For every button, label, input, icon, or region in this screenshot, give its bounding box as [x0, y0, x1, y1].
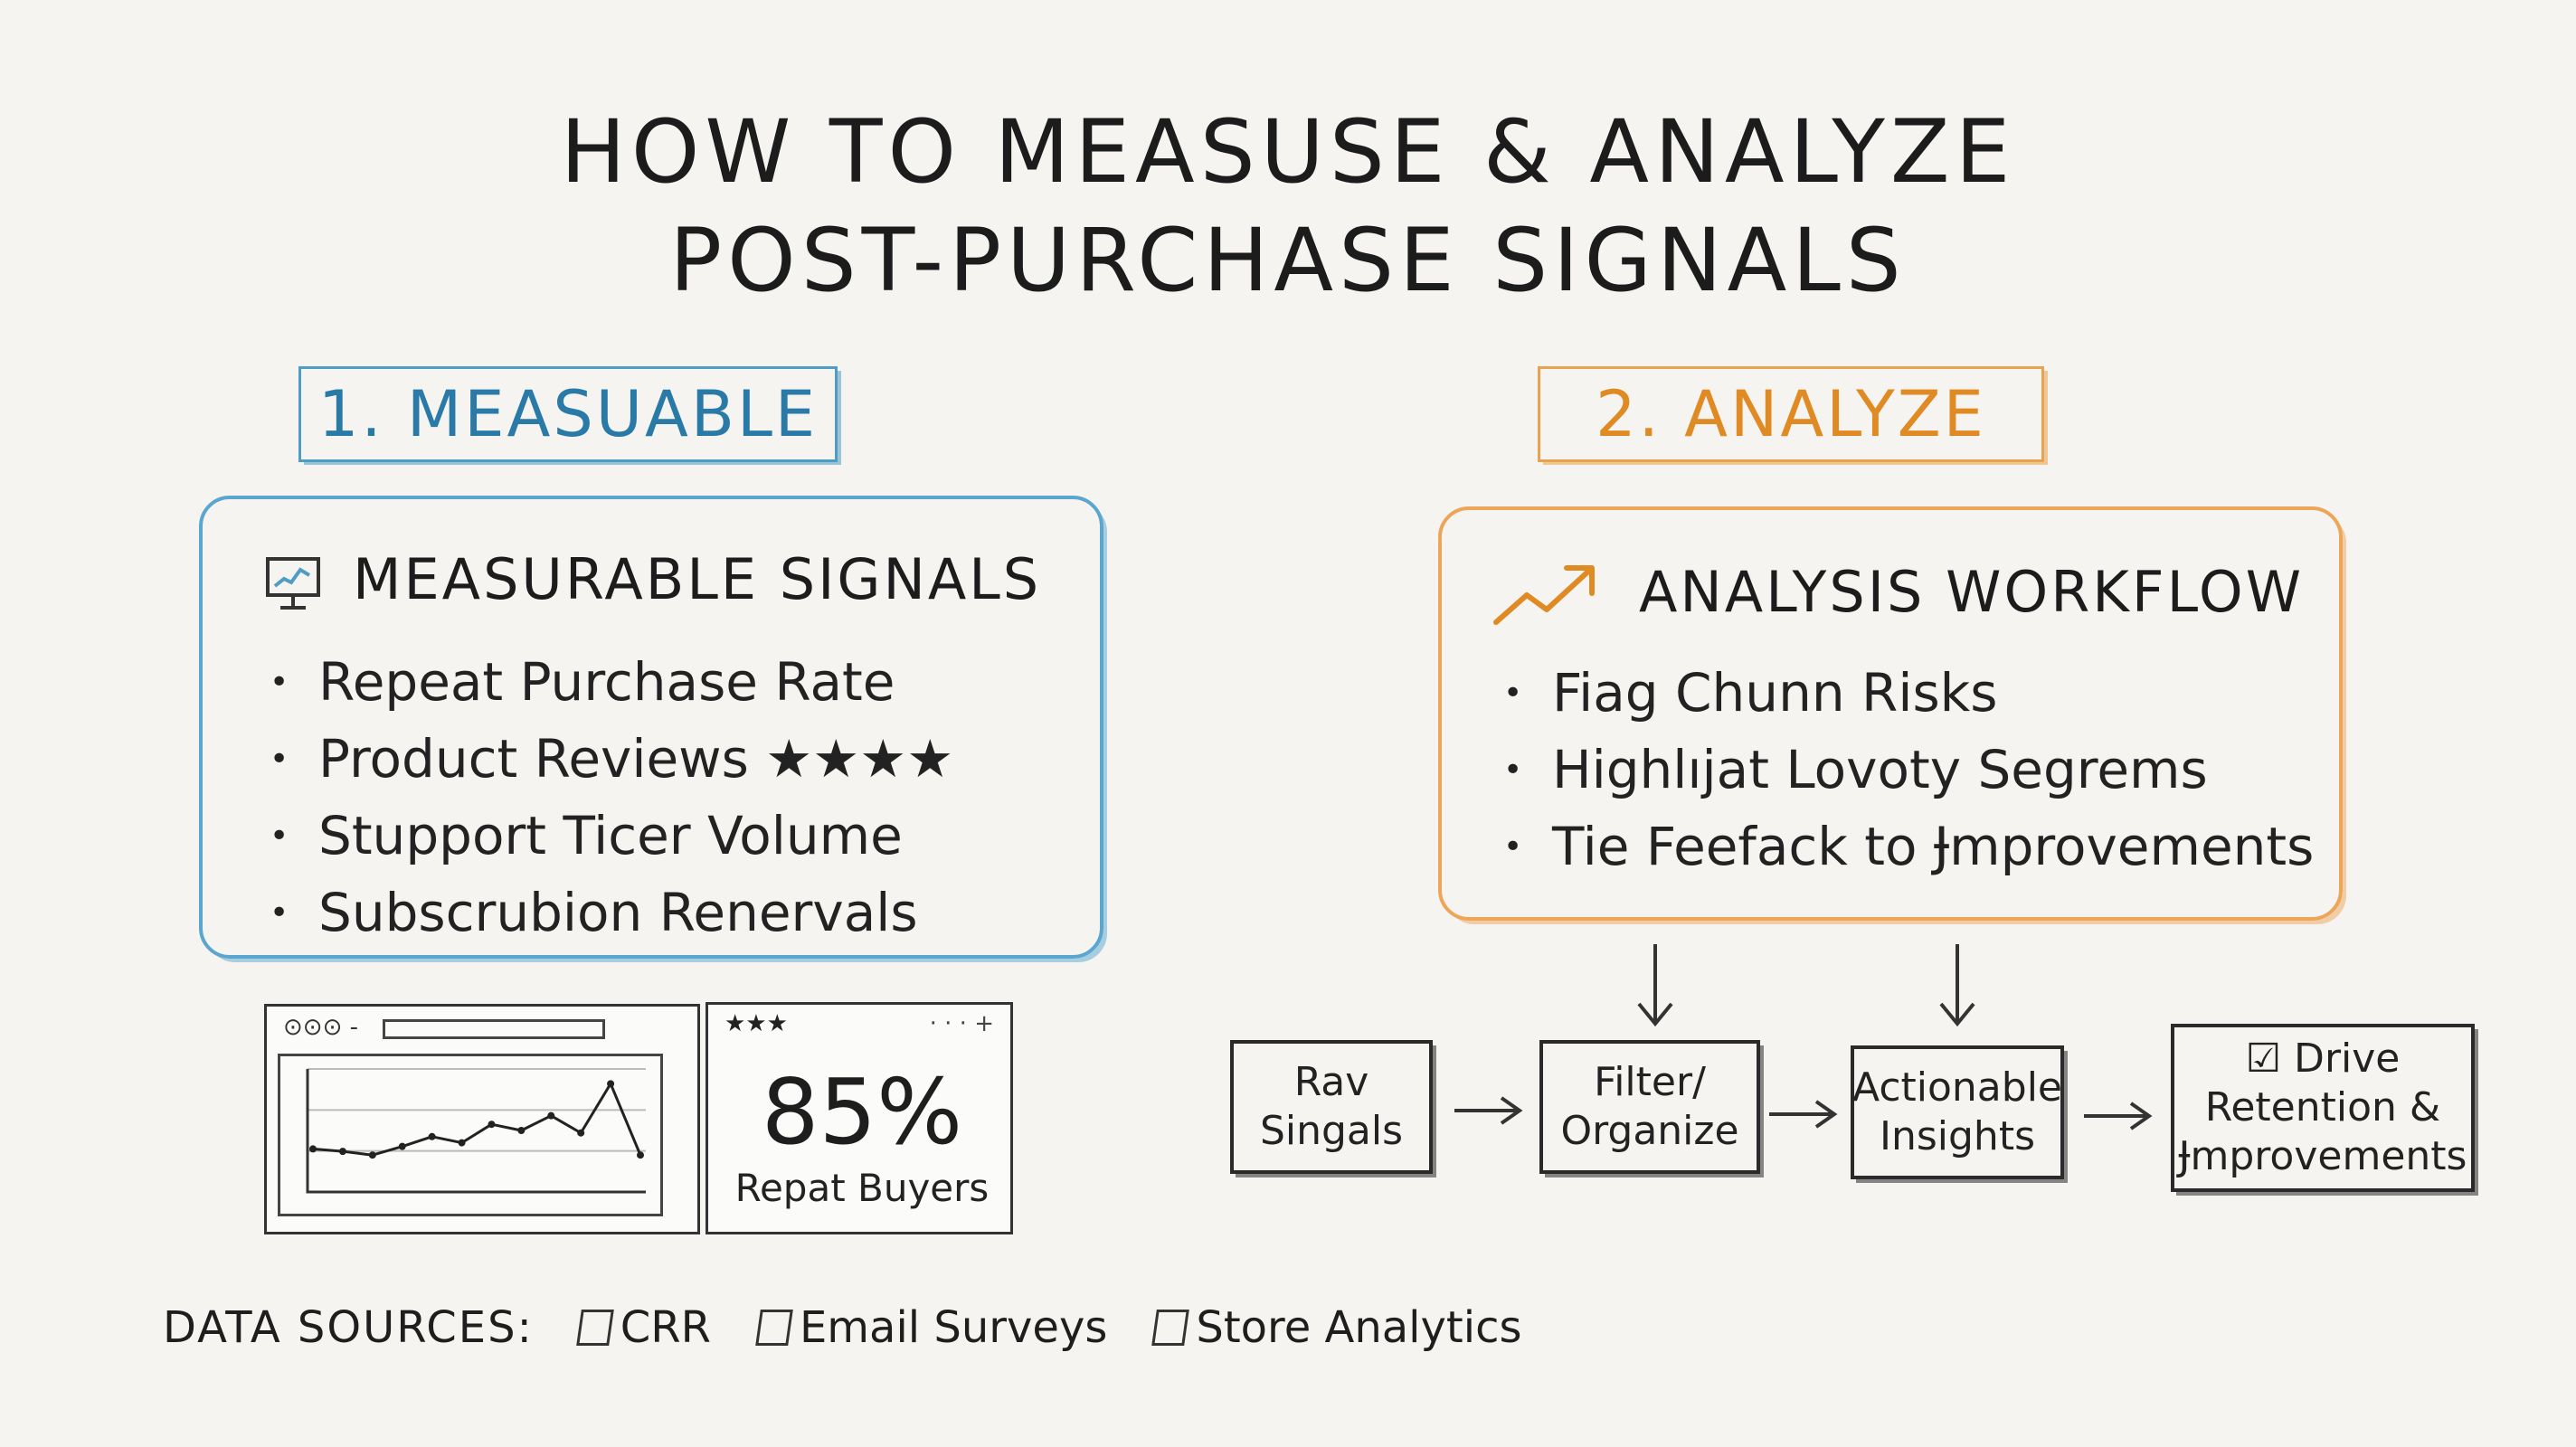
measurable-signals-card: MEASURABLE SIGNALS Repeat Purchase Rate …: [199, 496, 1103, 959]
flow-step-line: Singals: [1259, 1108, 1404, 1154]
flow-step-line: Filter/: [1594, 1059, 1706, 1105]
flow-step-actionable-insights: Actionable Insights: [1851, 1045, 2064, 1179]
analyze-section-tag: 2. ANALYZE: [1538, 366, 2044, 462]
measurable-signals-title: MEASURABLE SIGNALS: [353, 546, 1042, 612]
title-line-1: HOW TO MEASUSE & ANALYZE: [560, 101, 2016, 203]
data-source-item: Store Analytics: [1151, 1302, 1522, 1353]
list-item: Fiag Chunn Risks: [1496, 655, 2314, 732]
checkbox-icon: [755, 1310, 793, 1346]
flow-step-line: Organize: [1560, 1108, 1739, 1154]
checkbox-icon: [575, 1310, 614, 1346]
trend-point: [488, 1121, 496, 1129]
flow-step-line: ☑ Drive: [2245, 1036, 2401, 1082]
dashboard-stat-panel: ★★★ · · · + 85% Repat Buyers: [706, 1002, 1013, 1234]
data-sources-label: DATA SOURCES:: [163, 1302, 534, 1353]
stat-label: Repat Buyers: [734, 1166, 990, 1210]
right-arrow-icon: [1454, 1096, 1523, 1125]
title-line-2: POST-PURCHASE SIGNALS: [669, 210, 1907, 311]
list-item: Product Reviews ★★★★: [262, 721, 953, 798]
trend-line: [312, 1082, 642, 1157]
trend-point: [368, 1151, 376, 1159]
measure-section-tag: 1. MEASUABLE: [298, 366, 838, 462]
trend-point: [428, 1132, 436, 1140]
presentation-chart-icon: [266, 557, 320, 610]
dashboard-header-text: ⊙⊙⊙ -: [283, 1014, 359, 1041]
analysis-workflow-card: ANALYSIS WORKFLOW Fiag Chunn Risks Highl…: [1438, 506, 2343, 921]
trend-point: [398, 1142, 406, 1150]
stat-value: 85%: [761, 1059, 963, 1165]
measurable-signals-list: Repeat Purchase Rate Product Reviews ★★★…: [262, 644, 953, 951]
dashboard-chart-frame: [278, 1054, 663, 1216]
flow-step-drive-retention: ☑ Drive Retention & Ɉmprovements: [2171, 1024, 2475, 1192]
data-sources-row: DATA SOURCES: CRR Email Surveys Store An…: [163, 1302, 1568, 1353]
trend-up-arrow-icon: [1493, 565, 1595, 625]
right-arrow-icon: [1769, 1100, 1838, 1129]
flow-step-filter-organize: Filter/ Organize: [1539, 1040, 1760, 1174]
dashboard-chart-panel: ⊙⊙⊙ -: [264, 1004, 700, 1234]
flow-step-line: Actionable: [1852, 1064, 2062, 1111]
data-source-label: Email Surveys: [799, 1302, 1108, 1353]
right-arrow-icon: [2084, 1102, 2153, 1130]
trend-line-chart: [306, 1068, 646, 1194]
trend-point: [309, 1145, 317, 1153]
stat-stars: ★★★: [724, 1010, 788, 1037]
down-arrow-icon: [1939, 944, 1975, 1027]
list-item: Repeat Purchase Rate: [262, 644, 953, 721]
list-item: Highlıjat Lovoty Segrems: [1496, 732, 2314, 809]
list-item: Subscrubion Renervals: [262, 875, 953, 951]
data-source-item: CRR: [575, 1302, 711, 1353]
trend-point: [607, 1080, 615, 1088]
flow-step-line: Ɉmprovements: [2178, 1133, 2467, 1179]
trend-point: [338, 1148, 346, 1156]
analysis-workflow-list: Fiag Chunn Risks Highlıjat Lovoty Segrem…: [1496, 655, 2314, 885]
flow-step-raw-signals: Rav Singals: [1230, 1040, 1433, 1174]
stat-menu-dots: · · · +: [929, 1010, 994, 1037]
trend-point: [577, 1129, 585, 1137]
flow-step-line: Insights: [1879, 1113, 2035, 1159]
chart-axes: [306, 1069, 646, 1194]
dashboard-search-bar: [383, 1019, 605, 1039]
checkbox-icon: [1151, 1310, 1190, 1346]
flow-step-line: Rav: [1293, 1059, 1369, 1105]
data-source-label: CRR: [620, 1302, 711, 1353]
list-item: Stupport Ticer Volume: [262, 798, 953, 875]
data-source-item: Email Surveys: [755, 1302, 1108, 1353]
flow-step-line: Retention &: [2204, 1084, 2441, 1130]
list-item: Tie Feefack to Ɉmprovements: [1496, 809, 2314, 885]
data-source-label: Store Analytics: [1196, 1302, 1522, 1353]
down-arrow-icon: [1637, 944, 1673, 1027]
trend-point: [637, 1151, 644, 1159]
trend-point: [458, 1139, 466, 1147]
trend-point: [547, 1111, 555, 1120]
analysis-workflow-title: ANALYSIS WORKFLOW: [1639, 559, 2305, 625]
trend-point: [517, 1127, 526, 1134]
